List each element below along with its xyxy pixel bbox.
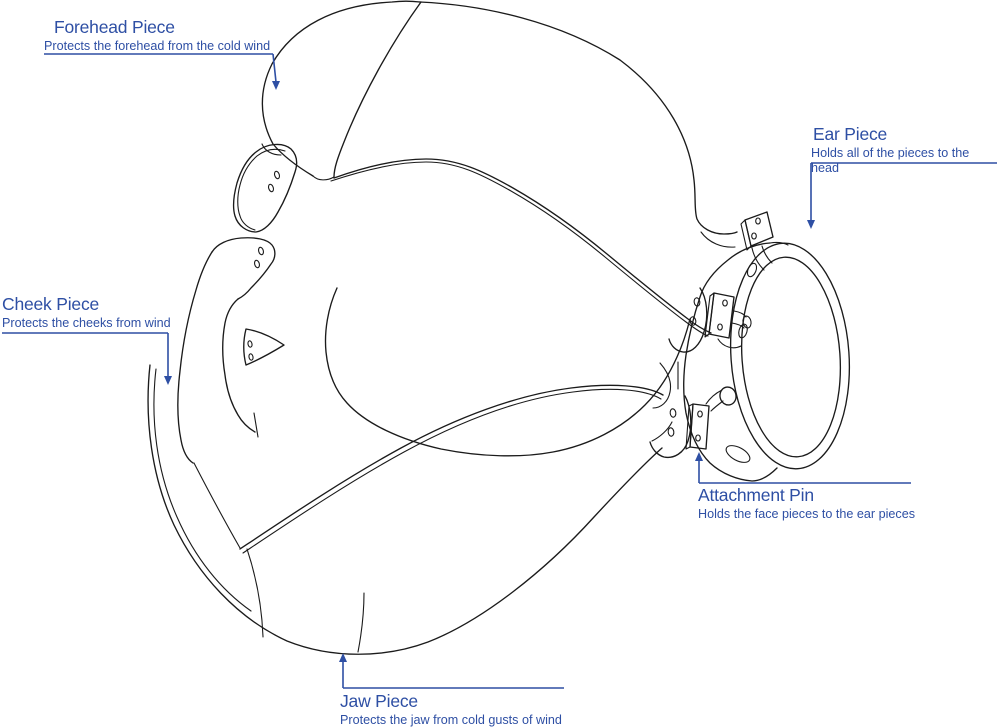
attachment-pin-description: Holds the face pieces to the ear pieces xyxy=(698,507,916,521)
attachment-pin-title: Attachment Pin xyxy=(698,485,814,505)
cheek-piece-description: Protects the cheeks from wind xyxy=(2,316,171,330)
attachment-leader-line xyxy=(695,452,911,484)
callout-forehead-piece: Forehead Piece Protects the forehead fro… xyxy=(44,17,270,54)
callout-attachment-pin: Attachment Pin Holds the face pieces to … xyxy=(698,485,915,522)
jaw-leader-line xyxy=(339,653,564,689)
cheek-piece-drawing xyxy=(177,237,708,464)
callout-cheek-piece: Cheek Piece Protects the cheeks from win… xyxy=(2,294,171,331)
forehead-leader-line xyxy=(44,53,280,90)
callout-jaw-piece: Jaw Piece Protects the jaw from cold gus… xyxy=(340,691,562,728)
cheek-leader-line xyxy=(2,332,172,385)
jaw-piece-description: Protects the jaw from cold gusts of wind xyxy=(340,713,562,727)
forehead-piece-description: Protects the forehead from the cold wind xyxy=(44,39,271,53)
cheek-piece-title: Cheek Piece xyxy=(2,294,100,314)
ear-leader-line xyxy=(807,162,997,229)
ear-piece-description: Holds all of the pieces to the head xyxy=(811,146,970,175)
jaw-piece-drawing xyxy=(147,364,692,655)
forehead-piece-title: Forehead Piece xyxy=(54,17,175,37)
forehead-piece-drawing xyxy=(232,0,738,337)
ear-piece-title: Ear Piece xyxy=(813,124,888,144)
callout-ear-piece: Ear Piece Holds all of the pieces to the… xyxy=(811,124,1000,176)
ear-piece-drawing xyxy=(683,241,851,482)
attachment-pin-drawing xyxy=(685,211,774,450)
jaw-piece-title: Jaw Piece xyxy=(340,691,418,711)
